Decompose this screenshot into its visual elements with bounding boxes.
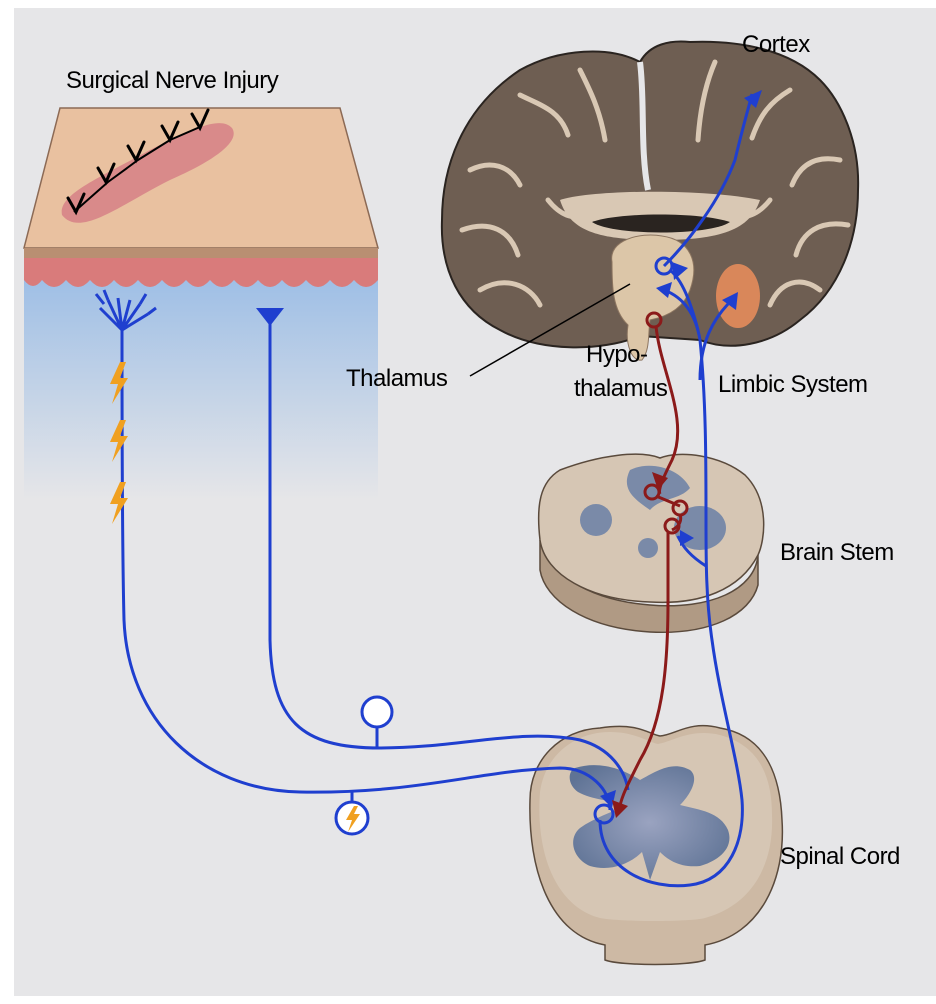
label-brain-stem: Brain Stem (780, 539, 894, 566)
brain (442, 42, 858, 361)
limbic-nucleus (716, 264, 760, 328)
skin-edge (24, 248, 378, 258)
label-surgical-nerve-injury: Surgical Nerve Injury (66, 67, 279, 94)
brain-stem (539, 454, 764, 632)
skin-block (24, 108, 378, 500)
label-limbic-system: Limbic System (718, 371, 868, 398)
dermis-layer (24, 258, 378, 287)
label-thalamus: Thalamus (346, 365, 448, 392)
brain-stem-nucleus-small (638, 538, 658, 558)
brain-stem-nucleus-left (580, 504, 612, 536)
label-hypothalamus-line1: Hypo- (586, 341, 648, 368)
label-hypothalamus-line2: thalamus (574, 375, 668, 402)
subcutaneous-layer (24, 280, 378, 500)
label-cortex: Cortex (742, 31, 810, 58)
ganglion-cell-touch (362, 697, 392, 727)
label-spinal-cord: Spinal Cord (780, 843, 900, 870)
